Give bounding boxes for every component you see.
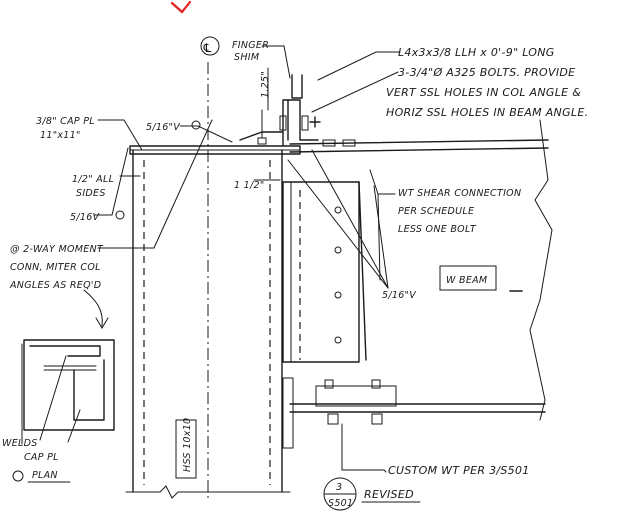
wt-shear-connection — [282, 181, 367, 363]
welds-label: WELDS — [2, 438, 38, 449]
revised-label: REVISED — [364, 488, 414, 501]
custom-wt-note: CUSTOM WT PER 3/S501 — [388, 464, 530, 477]
cap-pl-label-2: 11"x11" — [40, 130, 81, 141]
moment-note-2: CONN, MITER COL — [10, 262, 101, 273]
dim-1-1-2: 1 1/2" — [234, 180, 265, 191]
all-sides-label-2: SIDES — [76, 188, 106, 199]
dim-1-25: 1.25" — [260, 71, 271, 98]
custom-wt — [282, 377, 397, 471]
beam-tag: W BEAM — [446, 275, 487, 286]
cap-pl-label-1: 3/8" CAP PL — [36, 116, 95, 127]
angle-note-line-2: 3-3/4"Ø A325 BOLTS. PROVIDE — [398, 66, 575, 79]
plan-label: PLAN — [32, 470, 58, 481]
weld-top-label: 5/16"V — [146, 122, 181, 133]
wt-shear-note-2: PER SCHEDULE — [398, 206, 474, 217]
all-sides-label-1: 1/2" ALL — [72, 174, 114, 185]
column-hss — [125, 62, 291, 500]
wt-shear-note-1: WT SHEAR CONNECTION — [398, 188, 521, 199]
angle-clip — [239, 74, 356, 147]
finger-shim-label-2: SHIM — [234, 52, 259, 63]
leader-lines — [83, 45, 497, 473]
angle-note-line-3: VERT SSL HOLES IN COL ANGLE & — [386, 86, 581, 99]
cap-plate — [129, 145, 301, 155]
cap-pl-plan-label: CAP PL — [24, 452, 59, 463]
weld-beam-label: 5/16"V — [382, 290, 417, 301]
hss-label: HSS 10x10 — [182, 418, 193, 472]
angle-note-line-1: L4x3x3/8 LLH x 0'-9" LONG — [398, 46, 555, 59]
red-check-mark — [170, 0, 192, 14]
detail-bubble — [323, 477, 357, 511]
plan-inset — [21, 339, 115, 445]
angle-note-line-4: HORIZ SSL HOLES IN BEAM ANGLE. — [386, 106, 588, 119]
wt-shear-note-3: LESS ONE BOLT — [398, 224, 477, 235]
moment-note-1: @ 2-WAY MOMENT — [10, 244, 104, 255]
centerline-symbol: ℄ — [202, 41, 213, 55]
finger-shim-label-1: FINGER — [232, 40, 269, 51]
detail-sheet: S501 — [328, 498, 353, 509]
w-beam — [289, 119, 553, 421]
weld-side-label: 5/16V — [70, 212, 101, 223]
moment-note-3: ANGLES AS REQ'D — [9, 280, 101, 291]
detail-number: 3 — [336, 482, 342, 493]
